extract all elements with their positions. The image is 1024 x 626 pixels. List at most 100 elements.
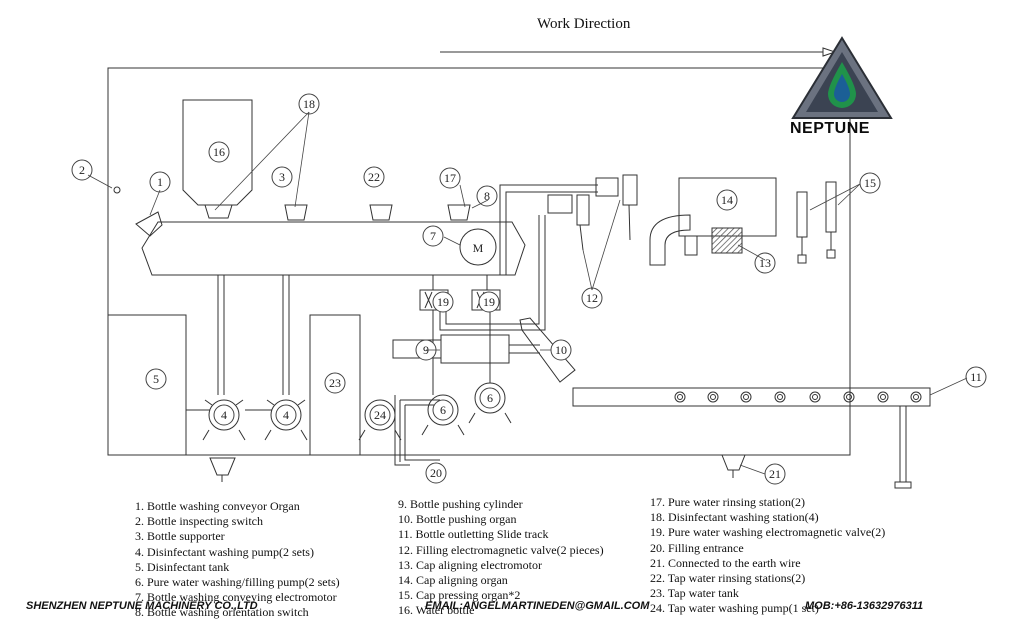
callout-22: 22: [363, 166, 385, 188]
callout-4: 4: [213, 404, 235, 426]
svg-text:22: 22: [368, 170, 380, 184]
svg-text:5: 5: [153, 372, 159, 386]
svg-text:10: 10: [555, 343, 567, 357]
svg-text:24: 24: [374, 408, 386, 422]
svg-text:23: 23: [329, 376, 341, 390]
legend-item: 11. Bottle outletting Slide track: [398, 527, 549, 542]
roller: [740, 391, 752, 403]
conveying-electromotor: [459, 228, 497, 266]
callout-6: 6: [479, 387, 501, 409]
svg-text:19: 19: [437, 295, 449, 309]
legend-item: 3. Bottle supporter: [135, 529, 225, 544]
legend-item: 2. Bottle inspecting switch: [135, 514, 263, 529]
inspecting-switch: [113, 186, 121, 194]
cap-chute: [649, 214, 691, 266]
legend-item: 5. Disinfectant tank: [135, 559, 230, 574]
svg-text:19: 19: [483, 295, 495, 309]
callout-15: 15: [859, 172, 881, 194]
pure-water-pump-1: [421, 394, 465, 436]
svg-text:15: 15: [864, 176, 876, 190]
legend-item: 8. Bottle washing orientation switch: [135, 605, 309, 620]
callout-4: 4: [275, 404, 297, 426]
machine-frame: [107, 67, 851, 456]
callout-20: 20: [425, 462, 447, 484]
callout-13: 13: [754, 252, 776, 274]
legend-item: 10. Bottle pushing organ: [398, 512, 517, 527]
legend-item: 1. Bottle washing conveyor Organ: [135, 499, 300, 513]
roller: [809, 391, 821, 403]
filling-valve-1: [547, 194, 573, 214]
svg-text:21: 21: [769, 467, 781, 481]
svg-text:6: 6: [487, 391, 493, 405]
disinfectant-pump-1: [202, 399, 246, 441]
roller: [774, 391, 786, 403]
svg-text:8: 8: [484, 189, 490, 203]
roller: [910, 391, 922, 403]
neptune-logo-mark: [791, 36, 893, 119]
callout-24: 24: [369, 404, 391, 426]
footer-phone: MOB:+86-13632976311: [805, 600, 924, 612]
legend-item: 14. Cap aligning organ: [398, 573, 508, 588]
svg-text:14: 14: [721, 193, 733, 207]
callout-1: 1: [149, 171, 171, 193]
callout-10: 10: [550, 339, 572, 361]
svg-text:16: 16: [213, 145, 225, 159]
legend-item: 17. Pure water rinsing station(2): [650, 495, 805, 509]
earth-connection: [721, 454, 746, 478]
svg-text:11: 11: [970, 370, 982, 384]
callout-16: 16: [208, 141, 230, 163]
bottle-washing-conveyor-organ: [135, 211, 163, 237]
callout-6: 6: [432, 399, 454, 421]
svg-text:1: 1: [157, 175, 163, 189]
callout-17: 17: [439, 167, 461, 189]
roller: [843, 391, 855, 403]
callout-2: 2: [71, 159, 93, 181]
legend-item: 12. Filling electromagnetic valve(2 piec…: [398, 542, 604, 557]
cap-pressing-organ-2: [825, 181, 837, 259]
disinfectant-tank: [107, 314, 187, 456]
footer-email: EMAIL:ANGELMARTINEDEN@GMAIL.COM: [425, 600, 650, 612]
legend-item: 21. Connected to the earth wire: [650, 555, 801, 570]
legend-item: 7. Bottle washing conveying electromotor: [135, 590, 337, 605]
callout-23: 23: [324, 372, 346, 394]
callout-21: 21: [764, 463, 786, 485]
tap-water-tank: [309, 314, 361, 456]
water-bottle: [182, 99, 253, 206]
footer-company: SHENZHEN NEPTUNE MACHINERY CO.,LTD: [26, 600, 258, 612]
roller: [674, 391, 686, 403]
legend-item: 18. Disinfectant washing station(4): [650, 510, 819, 525]
outlet-slide-track: [572, 387, 931, 407]
legend-item: 15. Cap pressing organ*2: [398, 588, 521, 603]
legend-item: 13. Cap aligning electromotor: [398, 557, 542, 572]
machine-foot: [209, 457, 236, 482]
svg-text:18: 18: [303, 97, 315, 111]
callout-14: 14: [716, 189, 738, 211]
legend-column-3: 17. Pure water rinsing station(2)18. Dis…: [650, 495, 885, 617]
callout-3: 3: [271, 166, 293, 188]
legend-item: 4. Disinfectant washing pump(2 sets): [135, 544, 314, 559]
callout-19: 19: [478, 291, 500, 313]
legend-item: 24. Tap water washing pump(1 set): [650, 601, 819, 616]
svg-text:3: 3: [279, 170, 285, 184]
legend-item: 22. Tap water rinsing stations(2): [650, 571, 806, 586]
svg-text:13: 13: [759, 256, 771, 270]
washing-conveyor: [141, 221, 526, 276]
legend-item: 16. Water bottle: [398, 603, 475, 618]
bottle-supporter: [284, 204, 308, 221]
svg-text:4: 4: [283, 408, 289, 422]
disinfectant-pump-2: [264, 399, 308, 441]
legend-item: 6. Pure water washing/filling pump(2 set…: [135, 575, 340, 590]
legend-item: 9. Bottle pushing cylinder: [398, 497, 523, 511]
svg-text:4: 4: [221, 408, 227, 422]
svg-text:6: 6: [440, 403, 446, 417]
svg-text:7: 7: [430, 229, 436, 243]
callout-19: 19: [432, 291, 454, 313]
callout-5: 5: [145, 368, 167, 390]
legend-item: 23. Tap water tank: [650, 586, 739, 601]
svg-text:12: 12: [586, 291, 598, 305]
